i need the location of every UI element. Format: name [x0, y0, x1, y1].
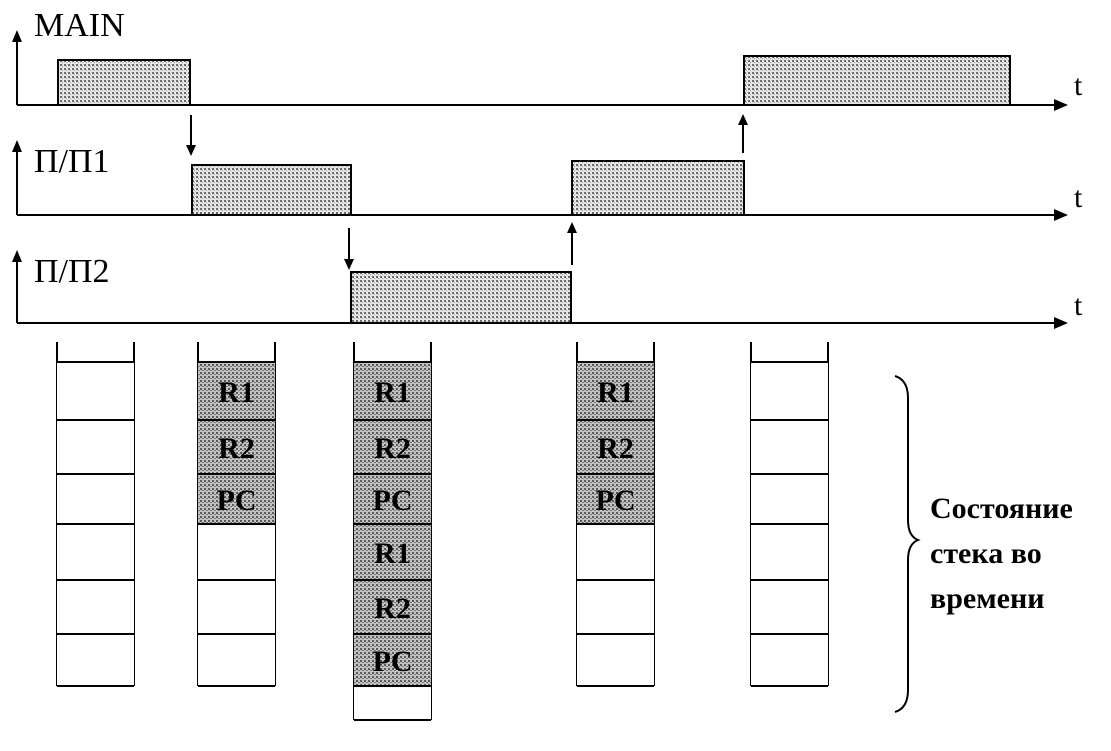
stack-column: [750, 342, 829, 687]
stack-cell-empty: [198, 524, 275, 580]
stack-cell-empty: [751, 420, 828, 474]
stack-cell-label: R2: [218, 432, 255, 465]
track-main: MAIN t: [12, 7, 1083, 111]
stack-state-brace: [894, 375, 921, 713]
sub1-time-arrow-icon: [1054, 209, 1068, 221]
down-arrow-icon: [344, 259, 354, 270]
stack-cell-empty: [751, 580, 828, 634]
curly-brace-icon: [894, 375, 921, 713]
sub1-active-block-1: [191, 164, 352, 216]
stack-cell-filled: [354, 634, 431, 686]
sub1-vertical-arrow-icon: [12, 140, 22, 152]
stack-cell-label: R1: [218, 376, 255, 409]
stack-cell-label: R1: [374, 376, 411, 409]
stack-cell-label: PC: [596, 484, 636, 517]
stack-cell-filled: [354, 420, 431, 474]
stack-cell-label: R1: [374, 537, 411, 570]
sub1-time-label: t: [1074, 181, 1083, 214]
stack-cell-label: R1: [597, 376, 634, 409]
track-subroutine-2: П/П2 t: [12, 250, 1083, 329]
stack-cell-empty: [57, 474, 134, 524]
stack-cell-empty: [198, 580, 275, 634]
stack-cell-empty: [751, 634, 828, 686]
sub2-track-label: П/П2: [34, 253, 110, 290]
main-active-block-2: [743, 55, 1011, 106]
stack-cell-filled: [354, 362, 431, 420]
caption-line-3: времени: [930, 582, 1045, 615]
stack-cell-filled: [198, 362, 275, 420]
stack-cell-label: R2: [374, 432, 411, 465]
stack-cell-filled: [354, 580, 431, 634]
caption-line-2: стека во: [930, 537, 1042, 570]
up-arrow-icon: [738, 114, 748, 125]
main-active-block-1: [57, 59, 191, 106]
stack-cell-filled: [198, 420, 275, 474]
stack-cell-filled: [354, 474, 431, 524]
stack-cell-empty: [57, 420, 134, 474]
stack-cell-filled: [577, 474, 654, 524]
stack-cell-empty: [57, 634, 134, 686]
stack-cell-label: R2: [374, 592, 411, 625]
main-vertical-arrow-icon: [12, 30, 22, 42]
down-arrow-icon: [186, 145, 196, 156]
stack-cell-label: PC: [217, 484, 257, 517]
stack-cell-empty: [751, 524, 828, 580]
sub1-track-label: П/П1: [34, 143, 110, 180]
stack-cell-empty: [57, 580, 134, 634]
stack-cell-empty: [751, 362, 828, 420]
stack-cell-filled: [354, 524, 431, 580]
stack-cell-empty: [57, 524, 134, 580]
stack-cell-label: R2: [597, 432, 634, 465]
sub2-time-label: t: [1074, 289, 1083, 322]
caption-line-1: Состояние: [930, 492, 1073, 525]
stack-cell-label: PC: [373, 645, 413, 678]
stack-cell-empty: [577, 634, 654, 686]
main-time-arrow-icon: [1054, 99, 1068, 111]
sub2-vertical-arrow-icon: [12, 250, 22, 262]
sub2-time-arrow-icon: [1054, 317, 1068, 329]
stack-cell-filled: [577, 420, 654, 474]
stack-cell-label: PC: [373, 484, 413, 517]
stack-cell-empty: [751, 474, 828, 524]
stack-cell-empty: [577, 580, 654, 634]
stack-cell-empty: [577, 524, 654, 580]
stack-column: [56, 342, 135, 687]
transfer-arrows: [186, 114, 748, 270]
stack-cell-empty: [354, 686, 431, 720]
track-subroutine-1: П/П1 t: [12, 140, 1083, 221]
stack-cell-empty: [198, 634, 275, 686]
main-track-label: MAIN: [34, 7, 125, 44]
sub2-active-block: [350, 271, 572, 324]
stack-cell-empty: [57, 362, 134, 420]
main-time-label: t: [1074, 69, 1083, 102]
stack-cell-filled: [577, 362, 654, 420]
stack-cell-filled: [198, 474, 275, 524]
sub1-active-block-2: [571, 160, 745, 216]
up-arrow-icon: [567, 222, 577, 233]
